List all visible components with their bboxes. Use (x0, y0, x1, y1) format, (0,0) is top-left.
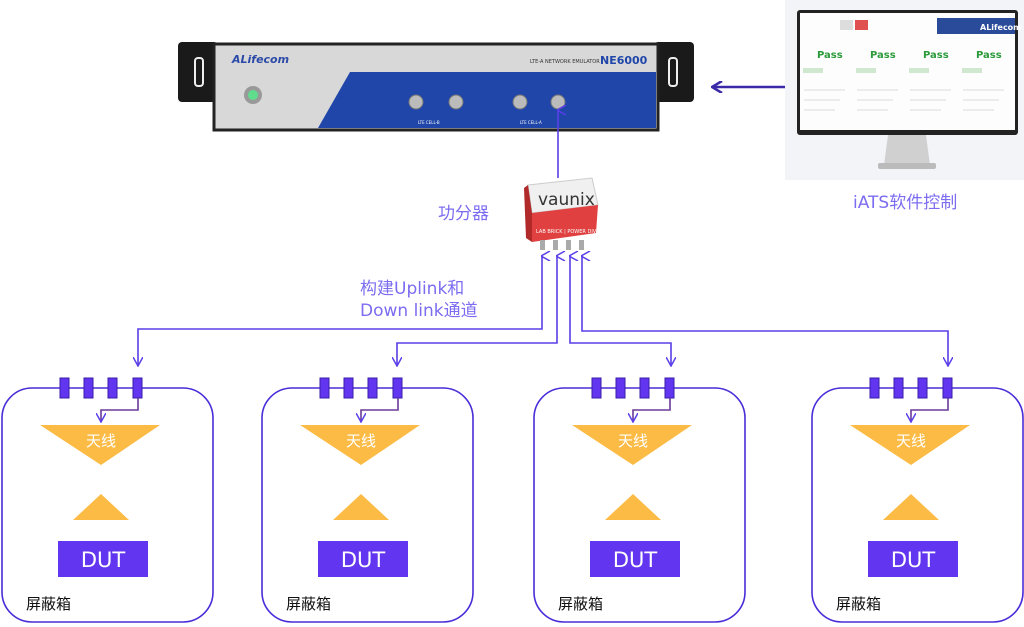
dut-block (318, 541, 408, 577)
connector-port (664, 377, 675, 399)
dut-antenna-icon (333, 494, 389, 520)
rf-wires (138, 256, 948, 366)
shield-box: 天线 DUT 屏蔽箱 (261, 377, 474, 623)
connector-port (639, 377, 650, 399)
antenna-feed-wire (911, 398, 949, 422)
software-brand: ALifecom (980, 23, 1022, 32)
dut-label: DUT (341, 548, 386, 572)
connector-port (319, 377, 330, 399)
network-emulator: ALifecom LTE-A NETWORK EMULATOR NE6000 L… (178, 42, 694, 132)
shield-box: 天线 DUT 屏蔽箱 (1, 377, 214, 623)
dut-label: DUT (613, 548, 658, 572)
antenna-label: 天线 (896, 432, 926, 450)
connector-port (392, 377, 403, 399)
dut-block (868, 541, 958, 577)
splitter-strip: LAB BRICK | POWER DIVIDER (536, 229, 609, 235)
emulator-model: NE6000 (600, 54, 648, 67)
pass-status: Pass (817, 50, 843, 61)
connector-port (367, 377, 378, 399)
connector-port (615, 377, 626, 399)
dut-label: DUT (891, 548, 936, 572)
connector-port (591, 377, 602, 399)
power-divider: vaunix LAB BRICK | POWER DIVIDER (524, 177, 609, 250)
dut-block (590, 541, 680, 577)
iats-software-monitor: ALifecom Pass Pass Pass Pass (785, 0, 1024, 180)
rf-ports (408, 94, 566, 110)
connector-port (107, 377, 118, 399)
link-label-line2: Down link通道 (360, 301, 478, 321)
shield-box-label: 屏蔽箱 (286, 595, 331, 613)
pass-status: Pass (923, 50, 949, 61)
splitter-brand: vaunix (538, 190, 595, 210)
splitter-label: 功分器 (438, 204, 489, 224)
connector-port (942, 377, 953, 399)
dut-antenna-icon (73, 494, 129, 520)
connector-port (917, 377, 928, 399)
antenna-feed-wire (361, 398, 399, 422)
pass-status: Pass (870, 50, 896, 61)
dut-antenna-icon (883, 494, 939, 520)
shield-box-label: 屏蔽箱 (558, 595, 603, 613)
software-label: iATS软件控制 (853, 193, 957, 213)
antenna-icon (850, 425, 970, 465)
antenna-icon (300, 425, 420, 465)
connector-port (59, 377, 70, 399)
antenna-label: 天线 (86, 432, 116, 450)
link-label-line1: 构建Uplink和 (360, 279, 464, 299)
connector-port (83, 377, 94, 399)
cell-a-label: LTE CELL-A (520, 120, 542, 125)
antenna-label: 天线 (346, 432, 376, 450)
emulator-subtitle: LTE-A NETWORK EMULATOR (530, 59, 600, 65)
connector-port (893, 377, 904, 399)
shield-box-label: 屏蔽箱 (836, 595, 881, 613)
dut-label: DUT (81, 548, 126, 572)
connector-port (869, 377, 880, 399)
dut-antenna-icon (605, 494, 661, 520)
antenna-icon (40, 425, 160, 465)
antenna-icon (572, 425, 692, 465)
dut-block (58, 541, 148, 577)
emulator-brand: ALifecom (231, 53, 289, 66)
shield-box: 天线 DUT 屏蔽箱 (533, 377, 746, 623)
pass-status: Pass (976, 50, 1002, 61)
antenna-feed-wire (633, 398, 671, 422)
connector-port (132, 377, 143, 399)
connector-port (343, 377, 354, 399)
cell-b-label: LTE CELL-B (418, 120, 440, 125)
shield-box-label: 屏蔽箱 (26, 595, 71, 613)
shield-box: 天线 DUT 屏蔽箱 (811, 377, 1024, 623)
antenna-label: 天线 (618, 432, 648, 450)
antenna-feed-wire (101, 398, 139, 422)
